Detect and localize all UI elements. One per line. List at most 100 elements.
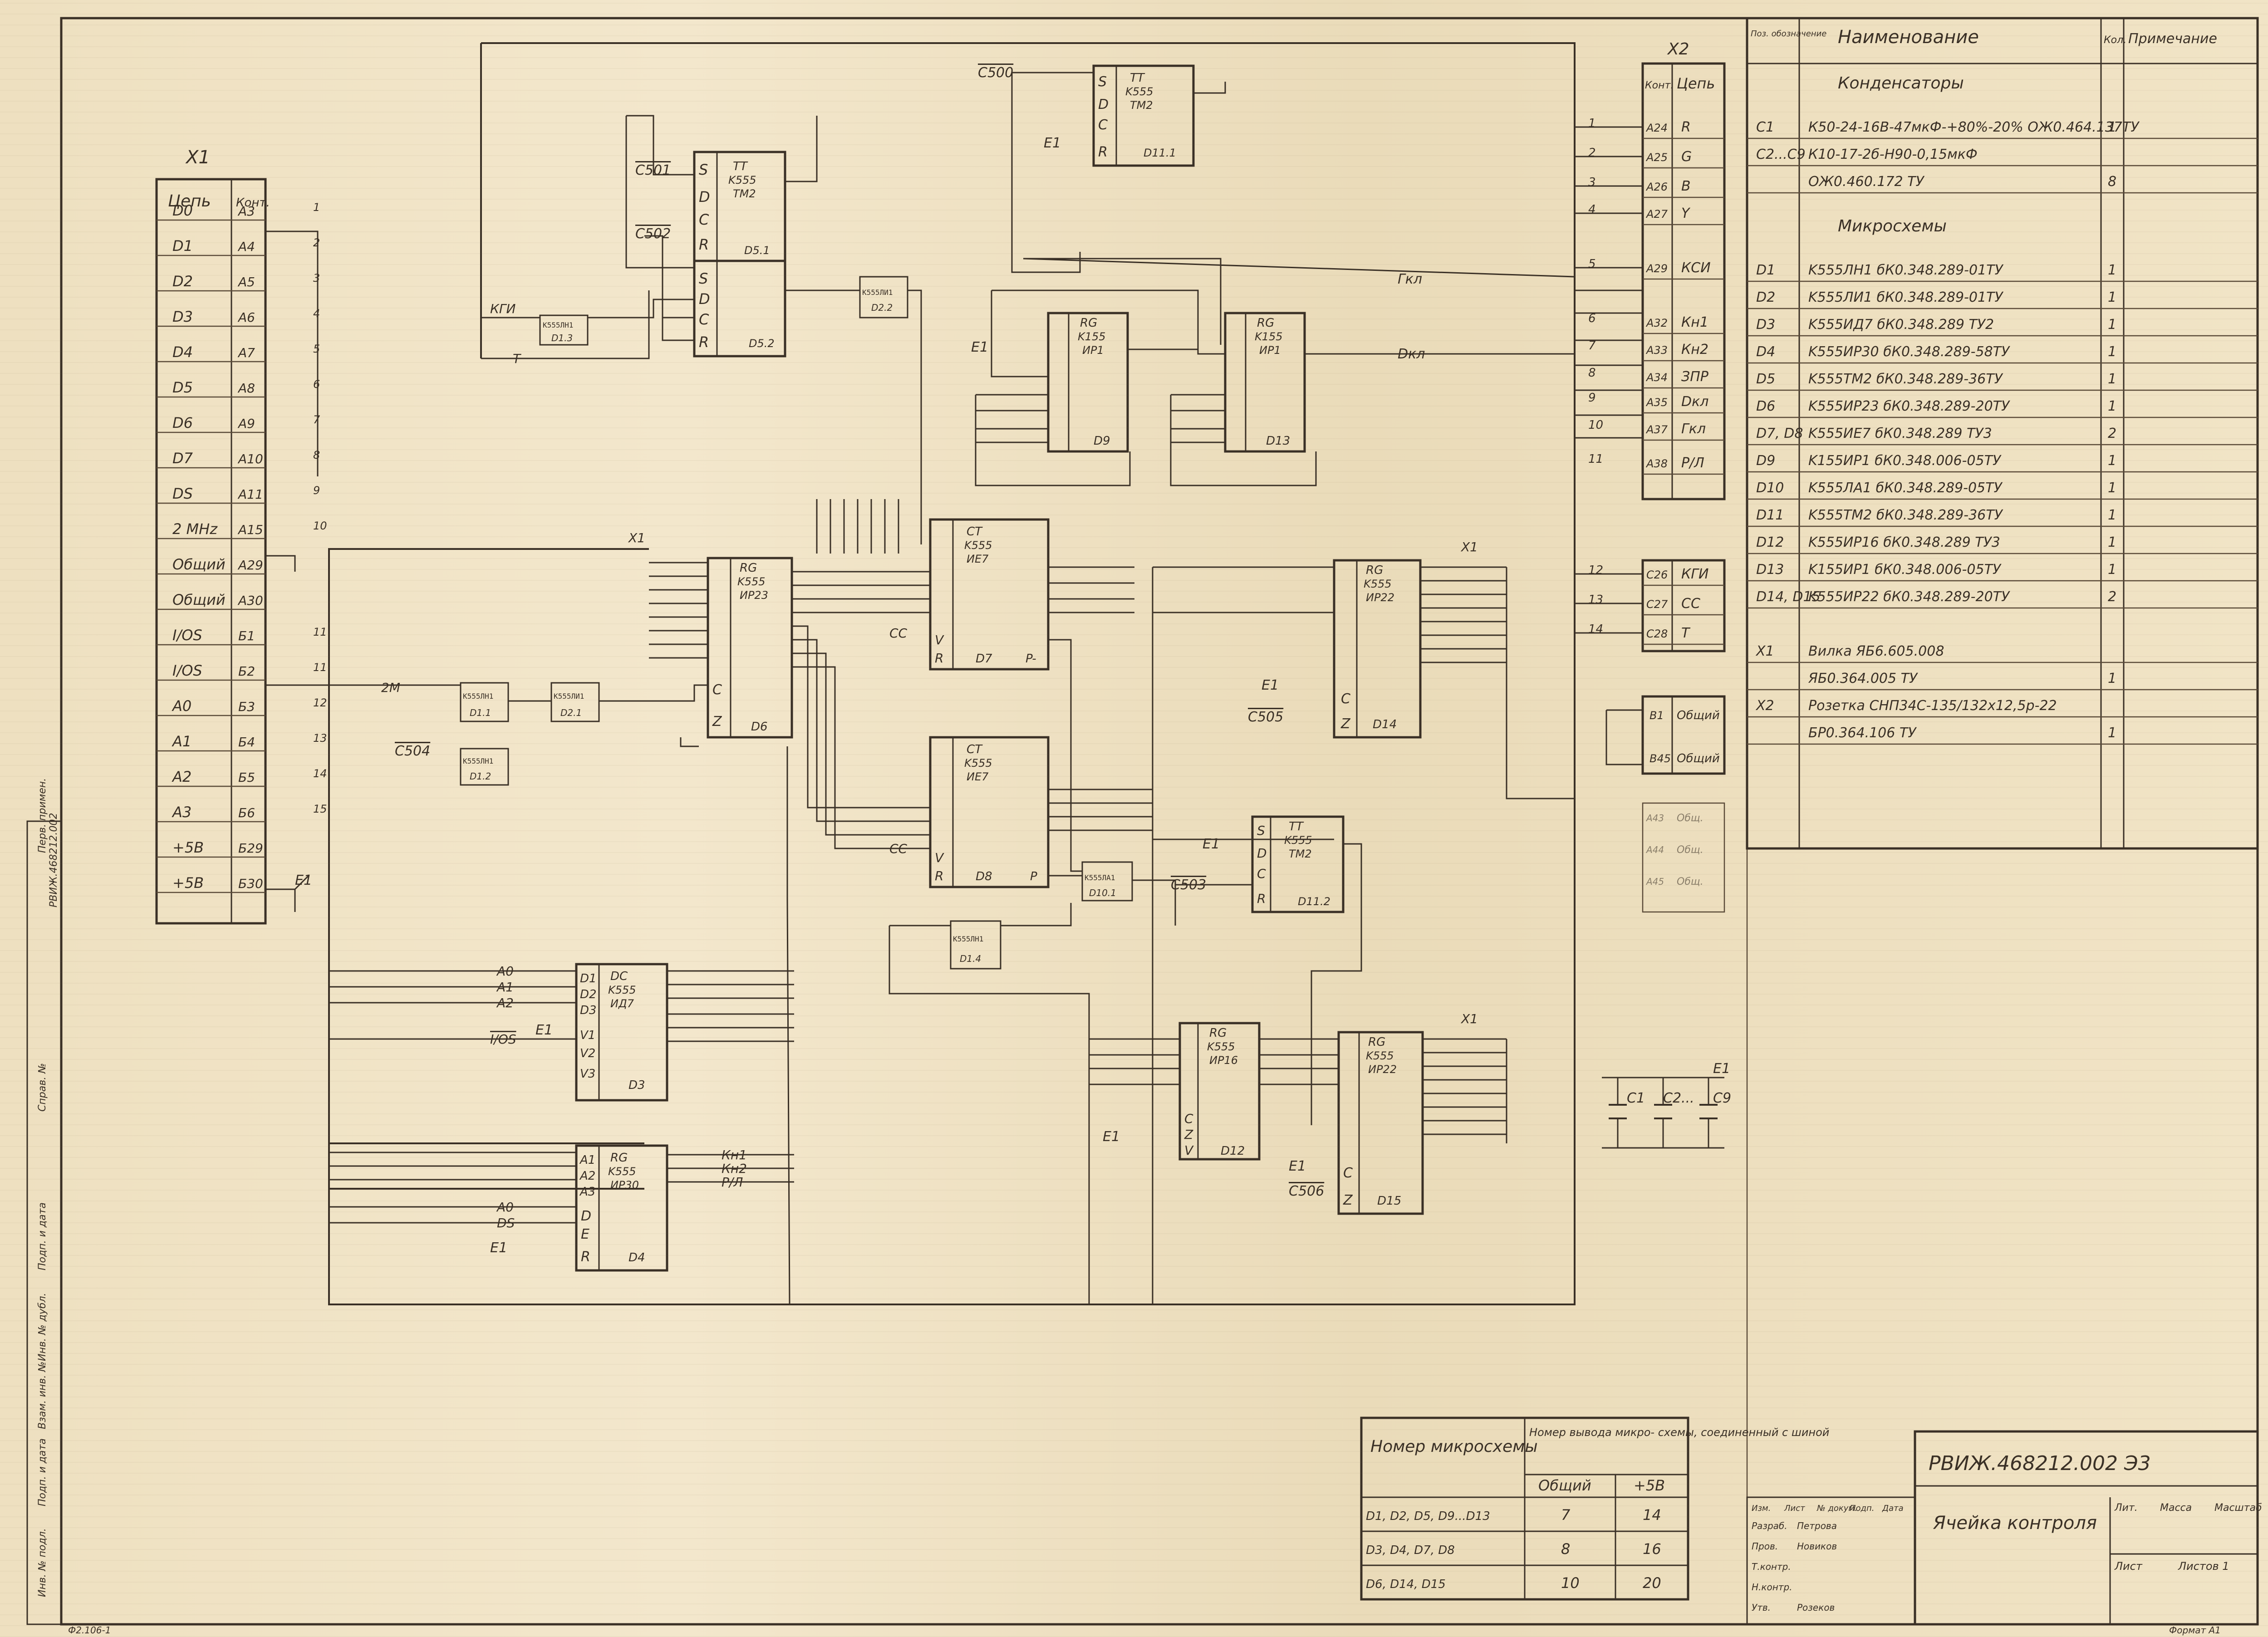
x1-row-pin: A29: [237, 558, 263, 573]
title-role: Утв.: [1752, 1602, 1771, 1613]
signal-e1-d4: E1: [490, 1240, 507, 1256]
chip-d13-type: RG: [1257, 316, 1274, 330]
title-role-header: Подп.: [1850, 1504, 1874, 1513]
signal-a2: A2: [496, 995, 514, 1010]
wire-d6-gnd: [680, 737, 699, 747]
gate-d1-2: K555ЛН1 D1.2: [460, 748, 509, 786]
chip-d11-1-type: TT: [1130, 71, 1145, 85]
pin-table-gnd: 10: [1561, 1574, 1580, 1592]
gate-d10-1-ref: D10.1: [1089, 887, 1116, 898]
left-margin-label: Подп. и дата: [37, 1202, 48, 1270]
x2-ground-pin: B1: [1649, 709, 1664, 722]
wire-to-x2: [1575, 289, 1643, 439]
x1-row-bus-index: 10: [313, 520, 327, 532]
x2-row-pin: A29: [1645, 262, 1668, 275]
x1-row-pin: Б1: [238, 628, 255, 643]
x2-row-pin: A34: [1645, 371, 1668, 384]
x2-row-pin: A32: [1645, 317, 1668, 329]
chip-d7-part: K555: [964, 539, 992, 552]
bom-row-name: K155ИР1 бК0.348.006-05ТУ: [1808, 453, 2002, 469]
x1-row-net: D1: [172, 237, 193, 255]
x1-row-net: D4: [172, 343, 193, 361]
wiring: [265, 72, 1643, 1305]
chip-d11-2-ref: D11.2: [1298, 895, 1330, 908]
x1-row-bus-index: 13: [313, 732, 327, 745]
chip-d3-type: DC: [610, 970, 628, 983]
signal-e1-d12: E1: [1103, 1129, 1120, 1145]
x1-row-bus-index: 2: [313, 236, 320, 249]
bom-row-qty: 8: [2108, 174, 2116, 190]
wire-register-bus: [975, 395, 1317, 486]
chip-d6-func: ИР23: [740, 589, 768, 602]
chip-d15-type: RG: [1368, 1035, 1385, 1049]
chip-d5-1-pin-c: C: [699, 211, 709, 228]
x2-row-pin: A38: [1645, 457, 1668, 470]
signal-rl: Р/Л: [722, 1175, 743, 1190]
chip-d9-part: K155: [1078, 330, 1106, 343]
x1-row-net: DS: [172, 485, 193, 502]
pin-table-header-pwr: +5В: [1634, 1477, 1665, 1494]
chip-d6-pin-z: Z: [712, 714, 722, 730]
signal-ds: DS: [497, 1215, 515, 1230]
chip-d8-pin-r: R: [935, 868, 943, 883]
title-doc-number: РВИЖ.468212.002 Э3: [1929, 1452, 2151, 1475]
bom-row-pos: D9: [1756, 453, 1775, 469]
pin-table-gnd: 7: [1561, 1506, 1571, 1524]
x2-row-pin: C26: [1646, 569, 1668, 581]
chip-d9-ref: D9: [1094, 434, 1110, 448]
capacitor-e1-label: E1: [1713, 1061, 1730, 1077]
chip-d5-1-pin-r: R: [699, 236, 709, 253]
chip-d4-pin-d: D: [581, 1208, 591, 1224]
x2-row-net: КСИ: [1681, 260, 1711, 276]
chip-d12: RG K555 ИР16 C Z V D12: [1178, 1022, 1261, 1161]
x2-row-pin: A26: [1645, 181, 1668, 193]
chip-d12-body: [1178, 1022, 1261, 1161]
capacitor-c2-label: C2...: [1663, 1090, 1694, 1106]
gate-d1-2-part: K555ЛН1: [463, 757, 493, 765]
wire-vertical-bus: [816, 499, 899, 554]
wire-t: [481, 290, 650, 359]
x1-row-bus-index: 6: [313, 378, 320, 391]
wire-d10-out: [1132, 879, 1253, 926]
wire-d5-q: [785, 116, 818, 182]
x2-header-pin: Конт.: [1645, 80, 1674, 91]
bom-row-pos: D2: [1756, 289, 1775, 305]
chip-d6-ref: D6: [751, 720, 768, 734]
bom-section-title: Микросхемы: [1838, 217, 1947, 235]
gate-d1-4-body: [950, 920, 1001, 970]
chip-d12-part: K555: [1207, 1040, 1235, 1053]
x1-row-pin: A10: [237, 451, 263, 466]
x1-row-net: D7: [172, 450, 193, 467]
chip-d11-2-func: TM2: [1289, 848, 1312, 860]
title-role: Разраб.: [1752, 1520, 1787, 1531]
bom-row-name: K555ЛИ1 бК0.348.289-01ТУ: [1808, 289, 2003, 305]
x1-row-bus-index: 14: [313, 767, 327, 780]
x1-label: X1: [185, 147, 210, 168]
chip-d11-2: TT K555 TM2 S D C R D11.2: [1251, 815, 1345, 913]
x2-row-pin: A27: [1645, 208, 1668, 221]
chip-d11-1-part: K555: [1125, 85, 1154, 98]
chip-d5-2-body: [693, 260, 786, 358]
x1-row-pin: Б2: [238, 664, 255, 679]
gate-d10-1-part: K555ЛА1: [1085, 873, 1115, 882]
chip-d3-pin-d2: D2: [580, 988, 597, 1001]
bom-row-qty: 2: [2108, 426, 2116, 441]
title-name: Ячейка контроля: [1933, 1513, 2097, 1534]
left-margin-frame: [26, 820, 62, 1625]
x1-row-pin: A15: [237, 522, 263, 537]
gate-d2-2: K555ЛИ1 D2.2: [859, 276, 908, 319]
title-role-header: Дата: [1882, 1504, 1904, 1513]
x2-row-bus-index: 9: [1588, 391, 1596, 405]
bom-row-name: K555ИР23 бК0.348.289-20ТУ: [1808, 398, 2010, 414]
signal-a1: A1: [496, 980, 514, 995]
x2-row-bus-index: 1: [1588, 117, 1596, 130]
bom-row-name: K555ТМ2 бК0.348.289-36ТУ: [1808, 507, 2003, 523]
x1-row-bus-index: 4: [313, 307, 320, 320]
wire-d9-d13: [991, 289, 1225, 377]
x1-row-pin: Б4: [238, 735, 255, 750]
gate-d1-3: K555ЛН1 D1.3: [539, 314, 589, 346]
chip-d3-ref: D3: [628, 1078, 645, 1092]
